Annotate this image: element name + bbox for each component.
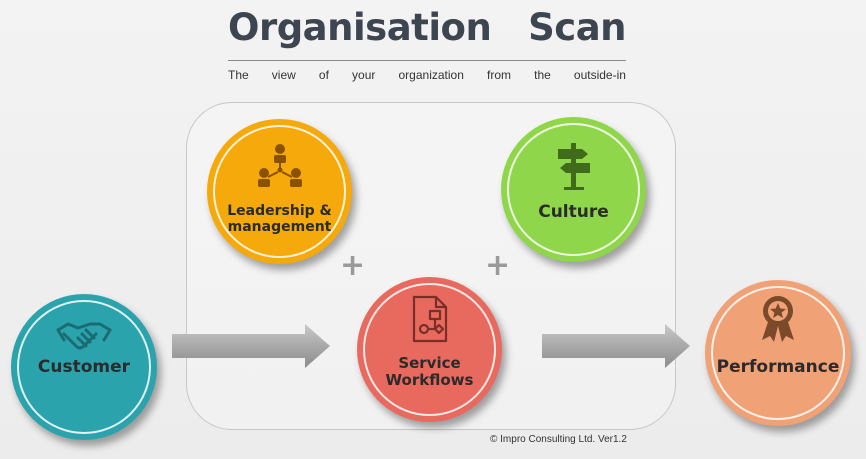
leadership-label-line1: Leadership & [227,203,332,219]
leadership-label: Leadership & management [207,203,352,235]
title-divider [228,60,626,61]
workflows-node: Service Workflows [357,277,502,422]
arrow-customer-to-workflows [172,324,330,368]
copyright-notice: © Impro Consulting Ltd. Ver1.2 [490,434,627,445]
title-word-scan: Scan [528,6,626,49]
subtitle-word: the [534,68,551,82]
handshake-icon [56,322,112,350]
workflows-label-line2: Workflows [385,371,474,390]
signpost-icon [557,143,590,190]
subtitle-word: organization [398,68,464,82]
subtitle: The view of your organization from the o… [228,68,626,82]
culture-label: Culture [538,202,609,222]
subtitle-word: from [487,68,511,82]
leadership-label-line2: management [227,219,332,236]
page-title: Organisation Scan [228,6,626,49]
subtitle-word: outside-in [573,68,626,82]
team-hierarchy-icon [257,144,302,187]
workflows-label: Service Workflows [357,354,502,390]
subtitle-word: The [228,68,249,82]
workflows-label-line1: Service [398,354,461,372]
culture-node: Culture [501,117,646,262]
customer-node: Customer [11,294,157,440]
subtitle-word: your [352,68,376,82]
plus-sign-right: + [485,248,511,283]
award-ribbon-icon [762,296,794,342]
leadership-node: Leadership & management [207,119,352,264]
customer-label: Customer [37,357,131,377]
workflow-document-icon [412,295,447,343]
performance-node: Performance [705,280,851,426]
subtitle-word: of [318,68,329,82]
plus-sign-left: + [340,248,366,283]
arrow-workflows-to-performance [542,324,690,368]
title-word-organisation: Organisation [228,6,492,49]
performance-label: Performance [716,357,840,377]
subtitle-word: view [271,68,296,82]
